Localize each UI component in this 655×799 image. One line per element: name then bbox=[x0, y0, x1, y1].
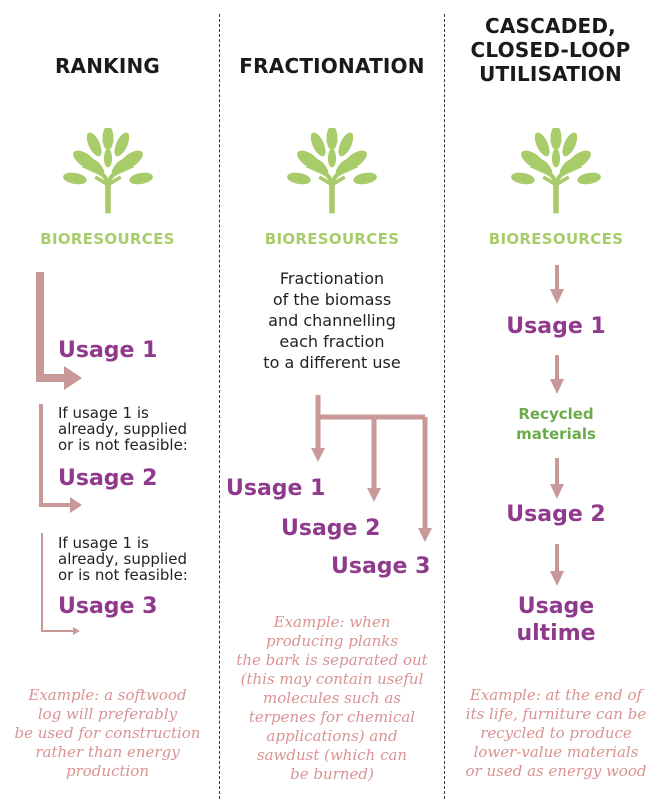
example-line: producing planks bbox=[265, 632, 399, 650]
tree-icon bbox=[286, 128, 378, 214]
example-line: lower-value materials bbox=[473, 743, 639, 761]
example-line: Example: when bbox=[273, 613, 391, 631]
ranking-condition-2: If usage 1 is already, supplied or is no… bbox=[58, 535, 188, 583]
recycled-line: materials bbox=[516, 425, 596, 443]
ranking-example: Example: a softwood log will preferably … bbox=[0, 686, 215, 781]
description-line: Fractionation bbox=[279, 269, 385, 288]
tree-icon bbox=[62, 128, 154, 214]
description-line: to a different use bbox=[263, 353, 401, 372]
title-line: UTILISATION bbox=[479, 62, 622, 86]
fractionation-usage-3: Usage 3 bbox=[331, 554, 431, 579]
title-line: CLOSED-LOOP bbox=[470, 38, 631, 62]
condition-line: already, supplied bbox=[58, 550, 188, 568]
example-line: terpenes for chemical bbox=[248, 708, 416, 726]
fractionation-usage-2: Usage 2 bbox=[281, 516, 381, 541]
example-line: Example: a softwood bbox=[28, 686, 187, 704]
condition-line: already, supplied bbox=[58, 420, 188, 438]
example-line: production bbox=[66, 762, 149, 780]
fractionation-usage-1: Usage 1 bbox=[226, 476, 326, 501]
condition-line: If usage 1 is bbox=[58, 534, 149, 552]
description-line: and channelling bbox=[268, 311, 396, 330]
example-line: sawdust (which can bbox=[256, 746, 408, 764]
title-line: CASCADED, bbox=[485, 14, 616, 38]
column-divider-right bbox=[444, 14, 445, 799]
example-line: its life, furniture can be bbox=[465, 705, 647, 723]
example-line: the bark is separated out bbox=[236, 651, 428, 669]
example-line: rather than energy bbox=[35, 743, 180, 761]
cascaded-example: Example: at the end of its life, furnitu… bbox=[446, 686, 655, 781]
recycled-line: Recycled bbox=[518, 405, 594, 423]
example-line: molecules such as bbox=[263, 689, 401, 707]
cascaded-title: CASCADED, CLOSED-LOOP UTILISATION bbox=[446, 14, 655, 86]
bioresources-label: BIORESOURCES bbox=[40, 230, 175, 248]
example-line: be burned) bbox=[290, 765, 374, 783]
condition-line: or is not feasible: bbox=[58, 436, 188, 454]
cascaded-usage-1: Usage 1 bbox=[506, 314, 606, 339]
fractionation-description: Fractionation of the biomass and channel… bbox=[222, 268, 442, 373]
description-line: of the biomass bbox=[272, 290, 392, 309]
usage-final-line: ultime bbox=[516, 621, 596, 646]
ranking-usage-3: Usage 3 bbox=[58, 594, 158, 619]
example-line: or used as energy wood bbox=[465, 762, 647, 780]
ranking-title: RANKING bbox=[54, 54, 161, 78]
bioresources-label: BIORESOURCES bbox=[264, 230, 400, 248]
ranking-condition-1: If usage 1 is already, supplied or is no… bbox=[58, 405, 188, 453]
condition-line: or is not feasible: bbox=[58, 566, 188, 584]
example-line: recycled to produce bbox=[480, 724, 632, 742]
example-line: Example: at the end of bbox=[469, 686, 643, 704]
column-divider-left bbox=[219, 14, 220, 799]
example-line: log will preferably bbox=[37, 705, 178, 723]
example-line: (this may contain useful bbox=[240, 670, 424, 688]
cascaded-usage-final: Usage ultime bbox=[446, 593, 655, 647]
condition-line: If usage 1 is bbox=[58, 404, 149, 422]
tree-icon bbox=[510, 128, 602, 214]
ranking-usage-1: Usage 1 bbox=[58, 338, 158, 363]
usage-final-line: Usage bbox=[517, 594, 595, 619]
fractionation-example: Example: when producing planks the bark … bbox=[222, 613, 442, 784]
cascaded-usage-2: Usage 2 bbox=[506, 502, 606, 527]
example-line: applications) and bbox=[266, 727, 398, 745]
recycled-materials-label: Recycled materials bbox=[446, 404, 655, 444]
ranking-usage-2: Usage 2 bbox=[58, 466, 158, 491]
fractionation-title: FRACTIONATION bbox=[239, 54, 425, 78]
example-line: be used for construction bbox=[14, 724, 201, 742]
bioresources-label: BIORESOURCES bbox=[488, 230, 624, 248]
description-line: each fraction bbox=[279, 332, 385, 351]
